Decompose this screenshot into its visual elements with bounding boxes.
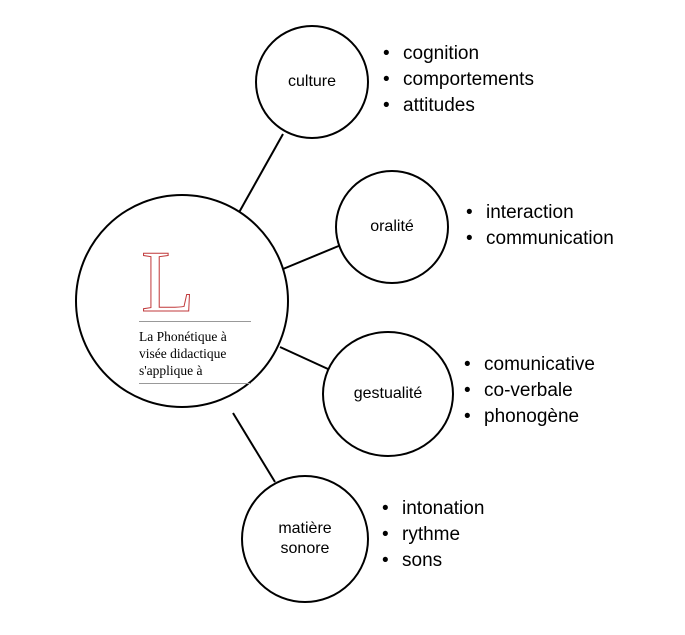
list-item: comunicative <box>464 352 595 378</box>
connector-culture <box>236 133 284 217</box>
oralite-bullet-list: interaction communication <box>466 200 614 252</box>
list-item: co-verbale <box>464 378 595 404</box>
list-item: sons <box>382 548 484 574</box>
list-item: phonogène <box>464 404 595 430</box>
logo-letter: L <box>141 241 195 316</box>
center-node: L La Phonétique à visée didactique s'app… <box>75 194 289 408</box>
logo-l-icon: L <box>141 241 196 316</box>
list-item: rythme <box>382 522 484 548</box>
list-item: interaction <box>466 200 614 226</box>
node-gestualite: gestualité <box>322 331 454 457</box>
connector-gestualite <box>279 346 329 370</box>
matiere-sonore-bullet-list: intonation rythme sons <box>382 496 484 574</box>
node-oralite-label: oralité <box>370 218 414 235</box>
culture-bullet-list: cognition comportements attitudes <box>383 41 534 119</box>
list-item: comportements <box>383 67 534 93</box>
gestualite-bullet-list: comunicative co-verbale phonogène <box>464 352 595 430</box>
node-culture: culture <box>255 25 369 139</box>
node-gestualite-label: gestualité <box>353 385 423 402</box>
list-item: intonation <box>382 496 484 522</box>
connector-oralite <box>282 244 342 270</box>
list-item: communication <box>466 226 614 252</box>
node-oralite: oralité <box>335 170 449 284</box>
center-caption: La Phonétique à visée didactique s'appli… <box>139 321 251 384</box>
list-item: cognition <box>383 41 534 67</box>
node-culture-label: culture <box>287 73 337 90</box>
connector-matiere-sonore <box>232 412 276 483</box>
list-item: attitudes <box>383 93 534 119</box>
node-matiere-sonore-label: matière sonore <box>278 520 332 557</box>
node-matiere-sonore: matière sonore <box>241 475 369 603</box>
